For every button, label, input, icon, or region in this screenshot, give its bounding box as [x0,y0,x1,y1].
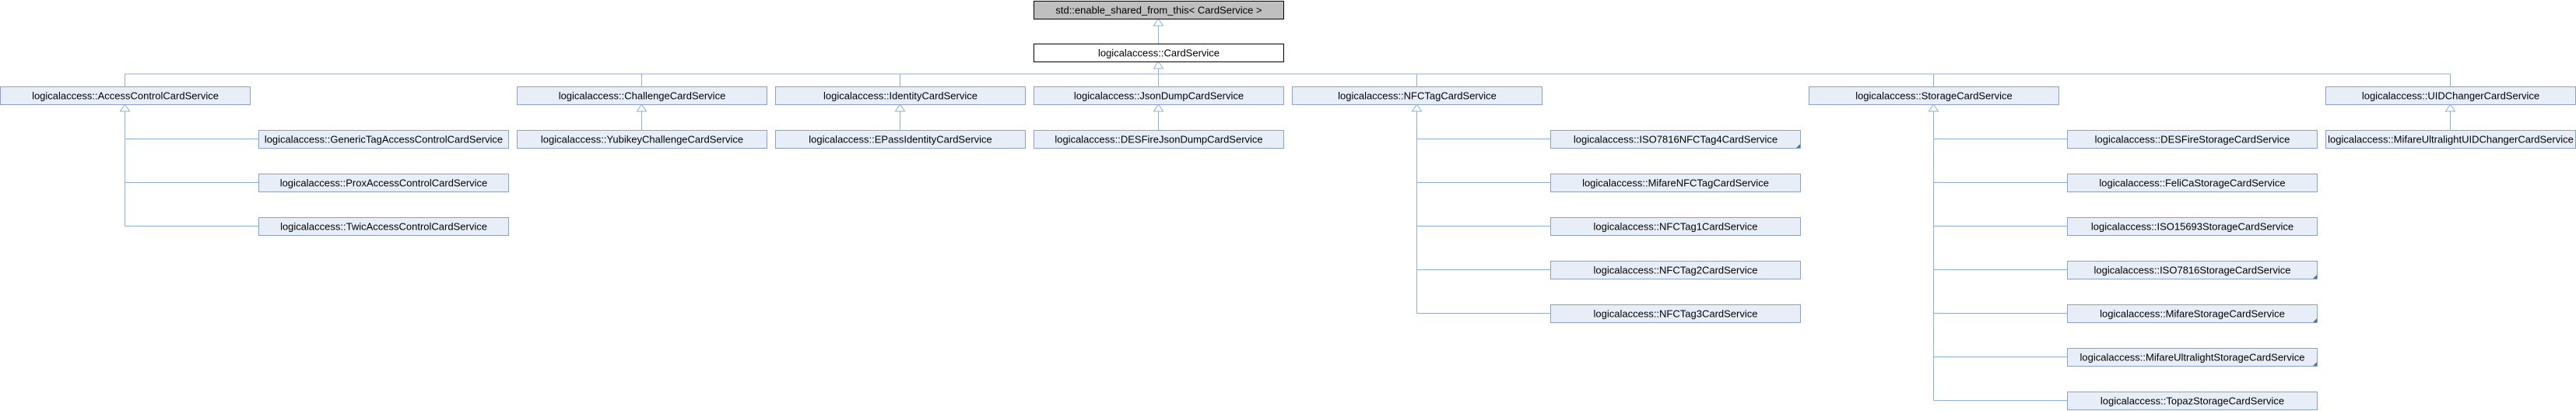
class-label: logicalaccess::NFCTag3CardService [1594,308,1758,320]
more-descendants-icon [2313,318,2317,322]
inheritance-arrow-enable_shared [1153,18,1164,26]
class-box [1550,304,1801,323]
class-label: logicalaccess::ProxAccessControlCardServ… [280,177,488,189]
inheritance-arrow-nfc_tag [1411,104,1423,112]
class-box [1034,1,1284,19]
class-label: logicalaccess::YubikeyChallengeCardServi… [541,134,743,146]
class-box [2067,304,2318,323]
more-descendants-icon [1796,144,1800,148]
class-label: logicalaccess::MifareNFCTagCardService [1582,177,1769,189]
class-label: logicalaccess::ISO15693StorageCardServic… [2091,221,2293,233]
class-box [2067,130,2318,149]
class-box [2067,348,2318,367]
class-node-mifare-ul-storage[interactable]: logicalaccess::MifareUltralightStorageCa… [2067,348,2318,367]
class-label: logicalaccess::ISO7816StorageCardService [2094,265,2291,276]
class-node-challenge[interactable]: logicalaccess::ChallengeCardService [517,86,767,105]
class-box [1034,130,1284,149]
class-label: logicalaccess::MifareStorageCardService [2100,308,2285,320]
class-node-identity[interactable]: logicalaccess::IdentityCardService [775,86,1026,105]
class-box [517,130,767,149]
class-label: logicalaccess::TopazStorageCardService [2100,395,2284,407]
class-label: logicalaccess::ISO7816NFCTag4CardService [1574,134,1778,146]
class-node-nfc-tag[interactable]: logicalaccess::NFCTagCardService [1292,86,1542,105]
class-node-twic[interactable]: logicalaccess::TwicAccessControlCardServ… [258,217,509,236]
class-box [1809,86,2059,105]
class-node-card-service[interactable]: logicalaccess::CardService [1034,44,1284,62]
class-label: logicalaccess::GenericTagAccessControlCa… [265,134,503,146]
class-label: std::enable_shared_from_this< CardServic… [1055,5,1262,16]
class-box [775,130,1026,149]
class-box [258,217,509,236]
class-label: logicalaccess::EPassIdentityCardService [809,134,992,146]
class-label: logicalaccess::TwicAccessControlCardServ… [280,221,487,233]
class-node-prox[interactable]: logicalaccess::ProxAccessControlCardServ… [258,174,509,192]
class-node-iso15693-storage[interactable]: logicalaccess::ISO15693StorageCardServic… [2067,217,2318,236]
inheritance-edges [119,18,2456,401]
inheritance-arrow-storage [1928,104,1939,112]
inheritance-arrow-card_service [1153,61,1164,69]
inheritance-arrow-access_control [119,104,131,112]
class-label: logicalaccess::AccessControlCardService [32,90,219,102]
class-node-enable-shared[interactable]: std::enable_shared_from_this< CardServic… [1034,1,1284,19]
more-descendants-icon [2313,275,2317,279]
class-label: logicalaccess::IdentityCardService [823,90,977,102]
class-box [258,174,509,192]
class-box [775,86,1026,105]
class-node-desfire-storage[interactable]: logicalaccess::DESFireStorageCardService [2067,130,2318,149]
class-label: logicalaccess::MifareUltralightUIDChange… [2328,134,2574,146]
class-node-nfc1[interactable]: logicalaccess::NFCTag1CardService [1550,217,1801,236]
inheritance-arrow-challenge [636,104,648,112]
class-label: logicalaccess::MifareUltralightStorageCa… [2079,352,2304,364]
class-box [2067,174,2318,192]
class-node-topaz-storage[interactable]: logicalaccess::TopazStorageCardService [2067,392,2318,410]
class-box [1034,86,1284,105]
class-box [0,86,251,105]
class-node-desfire-json[interactable]: logicalaccess::DESFireJsonDumpCardServic… [1034,130,1284,149]
more-descendants-icon [2313,362,2317,366]
class-label: logicalaccess::FeliCaStorageCardService [2099,177,2285,189]
class-label: logicalaccess::DESFireJsonDumpCardServic… [1055,134,1262,146]
class-label: logicalaccess::NFCTag1CardService [1594,221,1758,233]
class-box [258,130,509,149]
class-box [2067,261,2318,279]
class-label: logicalaccess::CardService [1098,47,1220,59]
class-node-uid-changer[interactable]: logicalaccess::UIDChangerCardService [2325,86,2576,105]
class-label: logicalaccess::UIDChangerCardService [2362,90,2539,102]
class-box [1034,44,1284,62]
inheritance-arrow-json_dump [1153,104,1164,112]
class-label: logicalaccess::ChallengeCardService [559,90,726,102]
class-box [517,86,767,105]
class-label: logicalaccess::DESFireStorageCardService [2095,134,2290,146]
class-box [2067,392,2318,410]
class-node-storage[interactable]: logicalaccess::StorageCardService [1809,86,2059,105]
class-box [2067,217,2318,236]
class-node-mifare-storage[interactable]: logicalaccess::MifareStorageCardService [2067,304,2318,323]
class-box [1550,217,1801,236]
class-node-nfc3[interactable]: logicalaccess::NFCTag3CardService [1550,304,1801,323]
class-node-iso7816-nfc4[interactable]: logicalaccess::ISO7816NFCTag4CardService [1550,130,1801,149]
class-box [1550,174,1801,192]
class-node-mifare-ul-uid[interactable]: logicalaccess::MifareUltralightUIDChange… [2325,130,2576,149]
class-label: logicalaccess::StorageCardService [1855,90,2013,102]
class-box [1550,130,1801,149]
class-label: logicalaccess::JsonDumpCardService [1074,90,1244,102]
inheritance-arrow-identity [894,104,906,112]
class-node-felica-storage[interactable]: logicalaccess::FeliCaStorageCardService [2067,174,2318,192]
class-node-epass[interactable]: logicalaccess::EPassIdentityCardService [775,130,1026,149]
class-box [1292,86,1542,105]
class-box [1550,261,1801,279]
class-node-generic-tag[interactable]: logicalaccess::GenericTagAccessControlCa… [258,130,509,149]
class-label: logicalaccess::NFCTagCardService [1338,90,1497,102]
class-node-nfc2[interactable]: logicalaccess::NFCTag2CardService [1550,261,1801,279]
class-node-json-dump[interactable]: logicalaccess::JsonDumpCardService [1034,86,1284,105]
class-node-iso7816-storage[interactable]: logicalaccess::ISO7816StorageCardService [2067,261,2318,279]
class-node-access-control[interactable]: logicalaccess::AccessControlCardService [0,86,251,105]
inheritance-arrow-uid_changer [2444,104,2456,112]
class-node-mifare-nfc[interactable]: logicalaccess::MifareNFCTagCardService [1550,174,1801,192]
class-label: logicalaccess::NFCTag2CardService [1594,265,1758,276]
class-node-yubikey[interactable]: logicalaccess::YubikeyChallengeCardServi… [517,130,767,149]
